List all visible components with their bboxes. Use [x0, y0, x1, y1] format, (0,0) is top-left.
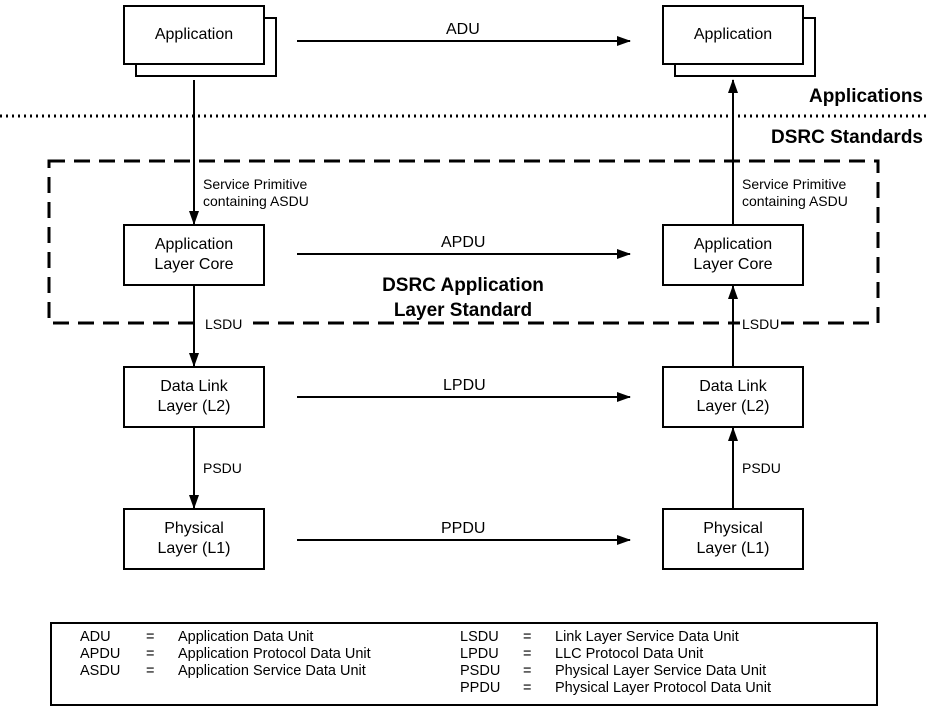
- legend-eq: =: [523, 680, 532, 696]
- right-psdu-label: PSDU: [742, 460, 781, 476]
- lpdu-label: LPDU: [443, 377, 486, 394]
- left-psdu-label: PSDU: [203, 460, 242, 476]
- ppdu-label: PPDU: [441, 520, 486, 537]
- legend-eq: =: [523, 646, 532, 662]
- legend-abbr: ADU: [80, 629, 111, 645]
- left-application-box: Application: [123, 5, 265, 65]
- legend-eq: =: [523, 663, 532, 679]
- legend-abbr: APDU: [80, 646, 121, 662]
- left-lsdu-label: LSDU: [203, 316, 245, 333]
- legend-box: ADU = Application Data Unit APDU = Appli…: [50, 622, 878, 706]
- right-alc-line2: Layer Core: [693, 256, 773, 273]
- legend-eq: =: [146, 646, 155, 662]
- right-phy-line2: Layer (L1): [696, 540, 770, 557]
- right-dll-line1: Data Link: [699, 378, 767, 395]
- dsrc-standards-region-label: DSRC Standards: [770, 127, 923, 148]
- legend-abbr: ASDU: [80, 663, 121, 679]
- left-alc-line2: Layer Core: [154, 256, 234, 273]
- right-sp-line2: containing ASDU: [742, 193, 848, 209]
- apdu-label: APDU: [441, 234, 486, 251]
- standard-label-line1: DSRC Application: [382, 275, 544, 296]
- left-dll-line2: Layer (L2): [157, 398, 231, 415]
- left-phy-line2: Layer (L1): [157, 540, 231, 557]
- legend-eq: =: [146, 629, 155, 645]
- legend-abbr: PPDU: [460, 680, 501, 696]
- legend-desc: Physical Layer Service Data Unit: [555, 663, 767, 679]
- left-alc-line1: Application: [154, 236, 234, 253]
- standard-label-line2: Layer Standard: [393, 300, 533, 321]
- legend-abbr: PSDU: [460, 663, 501, 679]
- right-lsdu-label: LSDU: [740, 316, 782, 333]
- legend-abbr: LSDU: [460, 629, 499, 645]
- left-sp-line2: containing ASDU: [203, 193, 309, 209]
- left-service-primitive-label: Service Primitive containing ASDU: [203, 176, 309, 210]
- legend-desc: Application Protocol Data Unit: [178, 646, 371, 662]
- right-alc-line1: Application: [693, 236, 773, 253]
- legend-eq: =: [523, 629, 532, 645]
- right-sp-line1: Service Primitive: [742, 176, 847, 192]
- right-phy-line1: Physical: [703, 520, 763, 537]
- left-dll-line1: Data Link: [160, 378, 228, 395]
- dsrc-standard-boundary: [47, 159, 880, 325]
- right-dll-line2: Layer (L2): [696, 398, 770, 415]
- legend-eq: =: [146, 663, 155, 679]
- adu-label: ADU: [446, 21, 480, 38]
- left-sp-line1: Service Primitive: [203, 176, 308, 192]
- legend-desc: Application Data Unit: [178, 629, 314, 645]
- dsrc-application-layer-standard-label: DSRC Application Layer Standard: [360, 273, 566, 323]
- legend-abbr: LPDU: [460, 646, 499, 662]
- right-application-label: Application: [693, 26, 773, 43]
- right-application-box: Application: [662, 5, 804, 65]
- legend-desc: LLC Protocol Data Unit: [555, 646, 704, 662]
- left-application-label: Application: [154, 26, 234, 43]
- applications-region-label: Applications: [808, 86, 923, 107]
- right-service-primitive-label: Service Primitive containing ASDU: [742, 176, 848, 210]
- legend-desc: Link Layer Service Data Unit: [555, 629, 739, 645]
- legend-desc: Application Service Data Unit: [178, 663, 366, 679]
- left-phy-line1: Physical: [164, 520, 224, 537]
- legend-desc: Physical Layer Protocol Data Unit: [555, 680, 771, 696]
